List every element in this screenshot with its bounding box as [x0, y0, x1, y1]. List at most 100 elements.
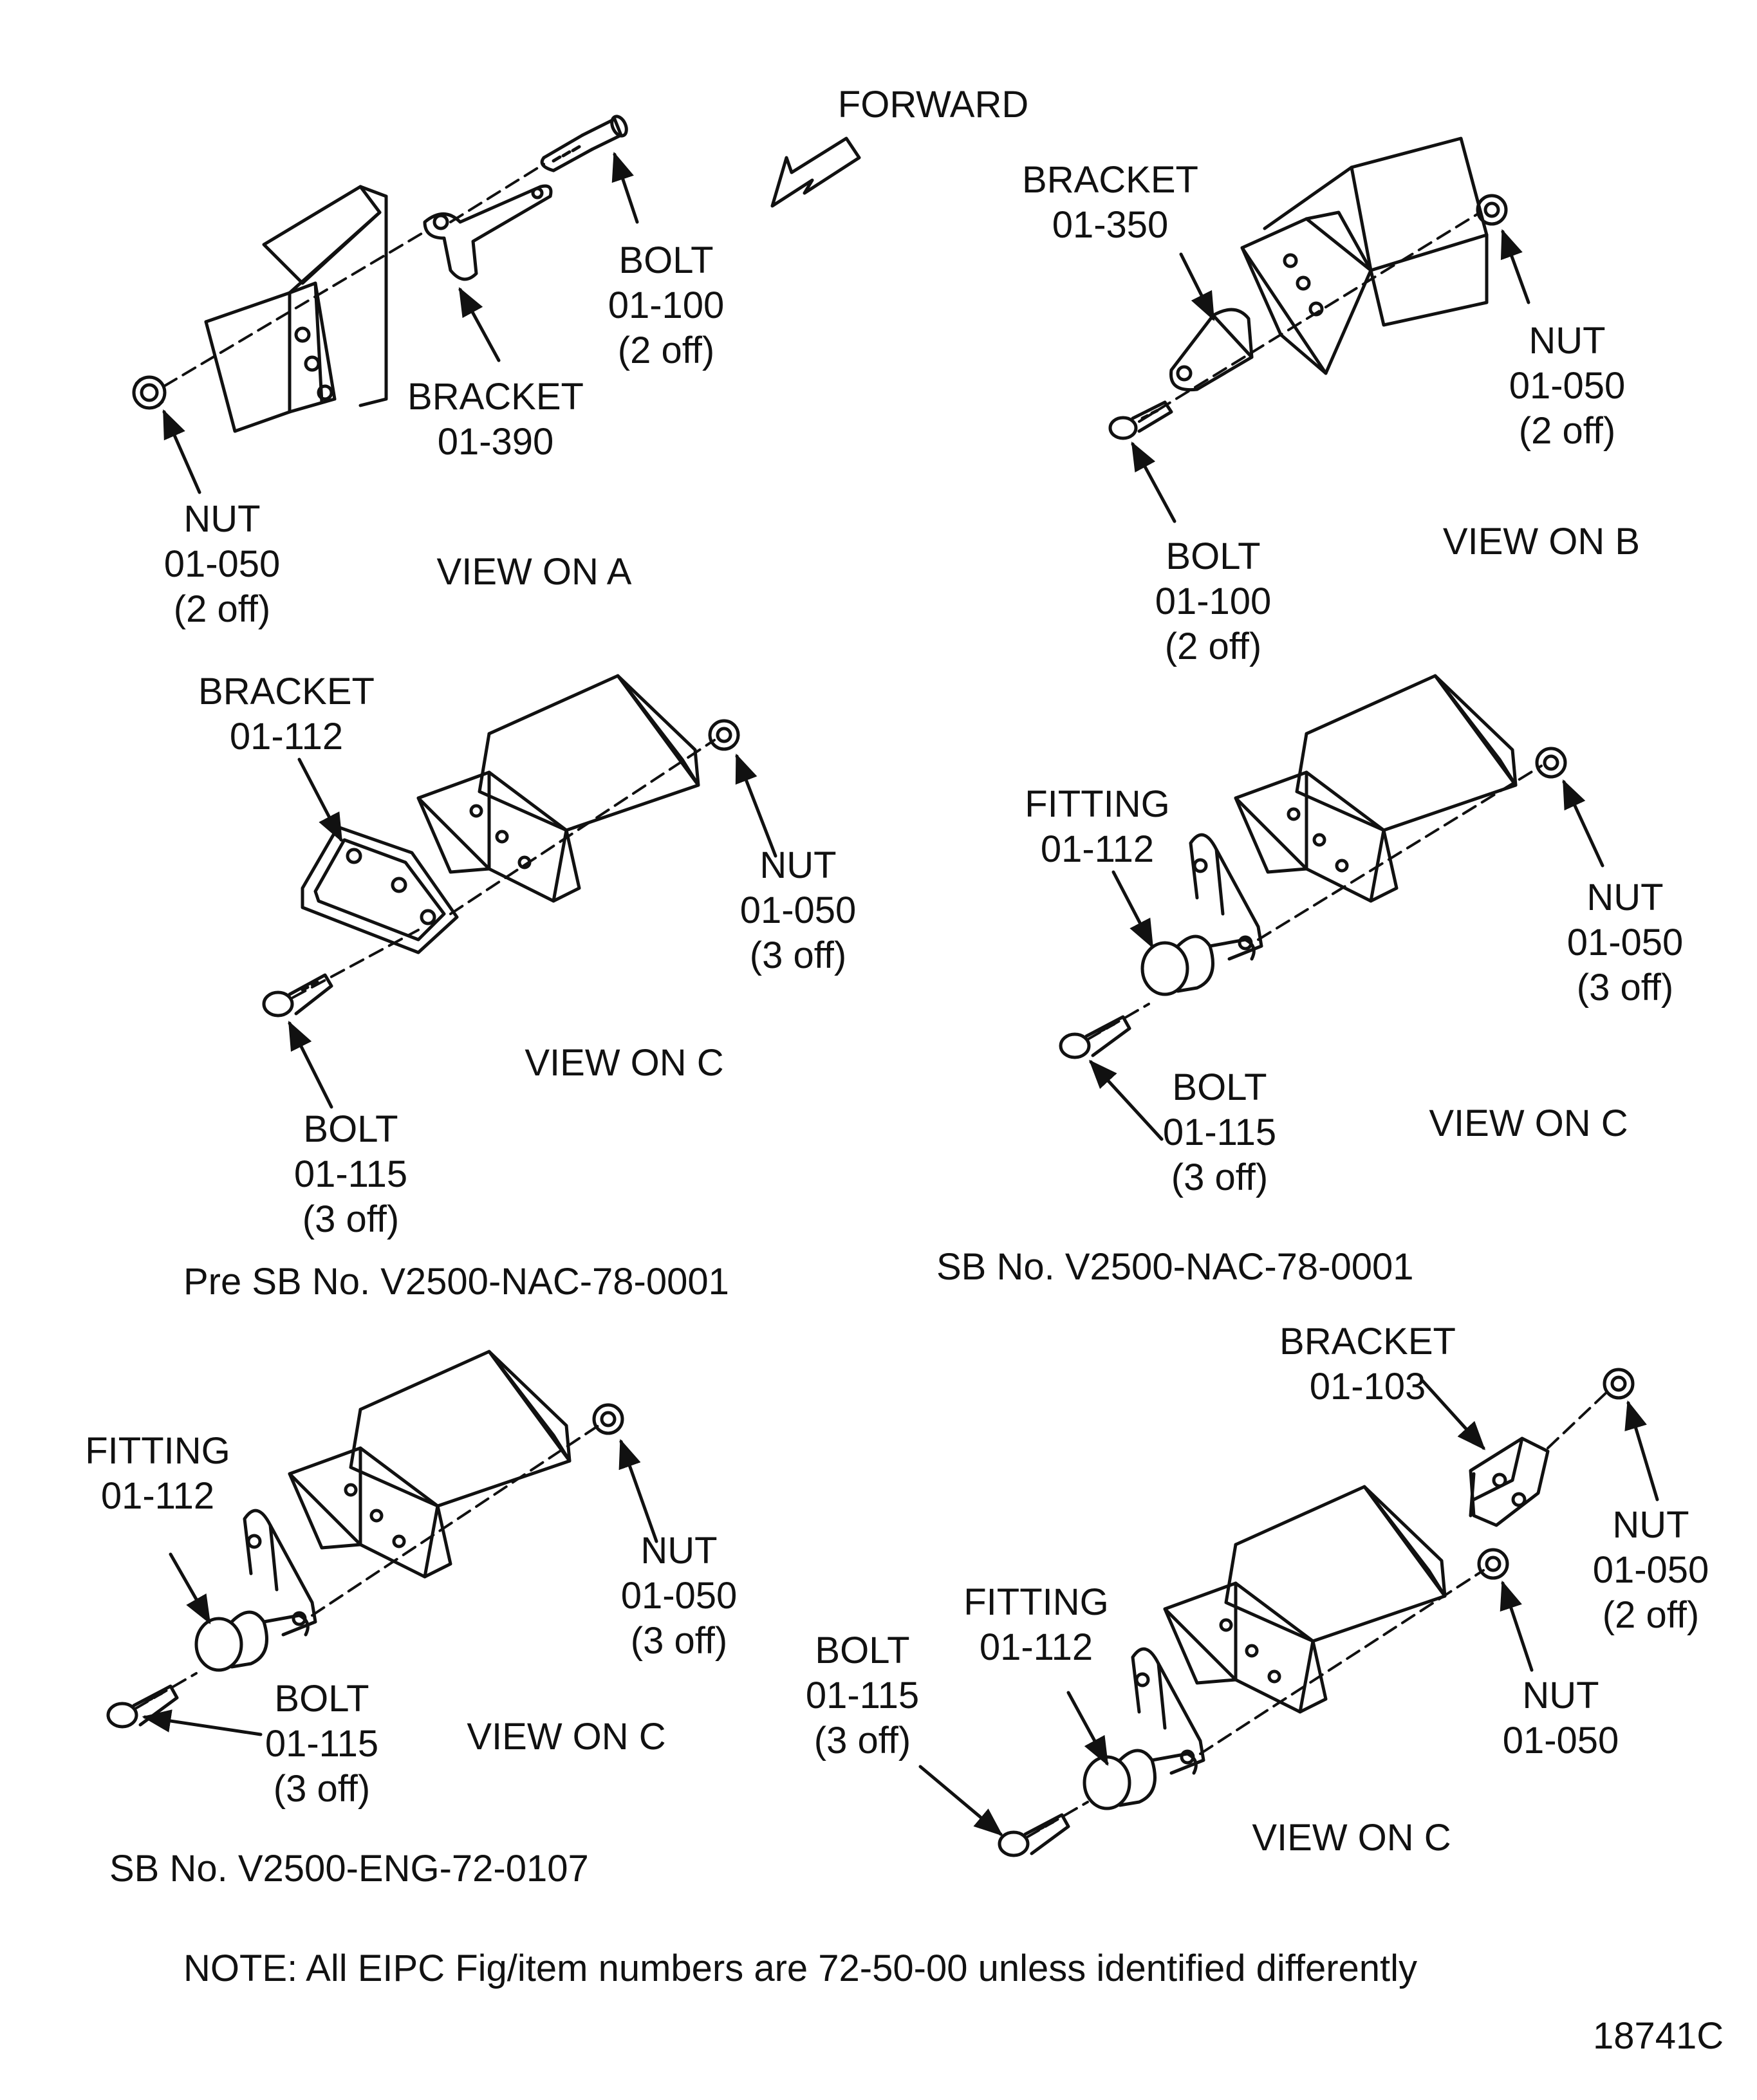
panel-a-leaders	[162, 151, 639, 494]
callout-part: FITTING	[1025, 783, 1170, 825]
sb-caption: SB No. V2500-ENG-72-0107	[109, 1848, 589, 1890]
callout-number: 01-103	[1309, 1366, 1426, 1408]
bolt-icon	[262, 973, 333, 1017]
bracket-icon	[1169, 308, 1254, 392]
callout-number: 01-050	[1502, 1720, 1619, 1761]
callout-part: NUT	[1612, 1504, 1689, 1546]
panel-c2-drawing	[1059, 674, 1567, 1059]
callout-bolt: BOLT 01-100 (2 off)	[608, 238, 725, 373]
callout-part: BRACKET	[1022, 159, 1198, 201]
callout-number: 01-390	[437, 421, 554, 463]
panel-c4-drawing	[998, 1368, 1635, 1857]
callout-part: BRACKET	[407, 376, 584, 418]
bolt-icon	[998, 1813, 1070, 1857]
nut-icon	[1477, 1548, 1509, 1580]
callout-part: FITTING	[85, 1430, 230, 1472]
fitting-icon	[194, 1509, 317, 1672]
callout-bracket: BRACKET 01-390	[407, 375, 584, 465]
panel-c2-leaders	[1088, 779, 1604, 1141]
view-label: VIEW ON C	[1429, 1102, 1628, 1144]
callout-part: BOLT	[815, 1630, 910, 1671]
callout-nut: NUT 01-050	[1503, 1673, 1619, 1763]
callout-number: 01-112	[979, 1626, 1093, 1668]
panel-c1-leaders	[288, 753, 777, 1109]
callout-part: NUT	[640, 1530, 718, 1572]
callout-quantity: (2 off)	[617, 330, 715, 371]
callout-number: 01-112	[229, 716, 344, 757]
callout-number: 01-050	[1566, 922, 1684, 963]
callout-number: 01-115	[265, 1723, 379, 1765]
callout-quantity: (2 off)	[173, 588, 271, 630]
callout-quantity: (3 off)	[1171, 1157, 1269, 1198]
callout-number: 01-112	[100, 1475, 215, 1517]
callout-quantity: (2 off)	[1518, 410, 1616, 452]
nut-icon	[1603, 1368, 1635, 1400]
callout-nut: NUT 01-050 (3 off)	[621, 1529, 738, 1664]
nut-icon	[592, 1403, 624, 1435]
callout-nut: NUT 01-050 (3 off)	[1567, 875, 1684, 1010]
forward-label: FORWARD	[837, 84, 1029, 125]
panel-b-drawing	[1108, 136, 1508, 440]
figure-id: 18741C	[1593, 2015, 1724, 2057]
callout-nut: NUT 01-050 (2 off)	[1509, 319, 1626, 454]
panel-a-drawing	[132, 115, 628, 433]
callout-bracket: BRACKET 01-103	[1279, 1319, 1456, 1409]
callout-quantity: (3 off)	[273, 1768, 371, 1810]
callout-number: 01-050	[620, 1575, 738, 1617]
callout-part: BOLT	[618, 239, 714, 281]
view-label: VIEW ON C	[467, 1716, 666, 1758]
forward-arrow-icon	[770, 136, 861, 208]
callout-nut: NUT 01-050 (2 off)	[164, 497, 281, 632]
callout-part: NUT	[759, 844, 837, 886]
fitting-icon	[1083, 1647, 1205, 1810]
sb-caption: SB No. V2500-NAC-78-0001	[936, 1246, 1414, 1288]
callout-bolt: BOLT 01-100 (2 off)	[1155, 534, 1272, 669]
callout-number: 01-050	[739, 889, 857, 931]
callout-number: 01-115	[805, 1675, 920, 1716]
callout-number: 01-115	[1162, 1111, 1277, 1153]
view-label: VIEW ON B	[1442, 521, 1641, 562]
callout-number: 01-050	[1509, 365, 1626, 407]
bracket-icon	[1469, 1436, 1550, 1527]
fitting-icon	[1140, 833, 1263, 996]
note-text: NOTE: All EIPC Fig/item numbers are 72-5…	[183, 1947, 1418, 1989]
nut-icon	[1476, 194, 1508, 226]
nut-icon	[708, 719, 740, 751]
callout-part: FITTING	[963, 1581, 1109, 1623]
callout-bolt: BOLT 01-115 (3 off)	[294, 1107, 407, 1242]
callout-bracket: BRACKET 01-112	[198, 669, 375, 759]
panel-c4-leaders	[918, 1379, 1659, 1836]
callout-fitting: FITTING 01-112	[1025, 782, 1170, 872]
bracket-icon	[423, 184, 553, 281]
view-label: VIEW ON C	[525, 1042, 724, 1084]
callout-number: 01-050	[1592, 1549, 1709, 1591]
callout-fitting: FITTING 01-112	[85, 1429, 230, 1519]
callout-fitting: FITTING 01-112	[963, 1580, 1109, 1670]
callout-bolt: BOLT 01-115 (3 off)	[265, 1677, 378, 1812]
callout-part: NUT	[1586, 877, 1664, 918]
callout-part: NUT	[1529, 320, 1606, 362]
callout-bolt: BOLT 01-115 (3 off)	[806, 1628, 919, 1763]
callout-bracket: BRACKET 01-350	[1022, 158, 1198, 248]
callout-quantity: (2 off)	[1602, 1594, 1700, 1636]
callout-quantity: (3 off)	[302, 1198, 400, 1240]
callout-number: 01-350	[1052, 204, 1169, 246]
view-label: VIEW ON A	[436, 551, 632, 593]
nut-icon	[132, 375, 167, 410]
sb-caption: Pre SB No. V2500-NAC-78-0001	[183, 1261, 729, 1303]
callout-part: BOLT	[1172, 1066, 1267, 1108]
callout-number: 01-100	[608, 284, 725, 326]
callout-quantity: (3 off)	[1576, 967, 1674, 1008]
callout-part: BRACKET	[198, 671, 375, 712]
callout-number: 01-115	[293, 1153, 408, 1195]
panel-c3-leaders	[142, 1438, 658, 1736]
nut-icon	[1535, 747, 1567, 779]
view-label: VIEW ON C	[1252, 1817, 1451, 1859]
callout-quantity: (2 off)	[1164, 626, 1262, 667]
callout-part: NUT	[183, 498, 261, 540]
callout-part: NUT	[1522, 1675, 1599, 1716]
callout-part: BRACKET	[1279, 1321, 1456, 1362]
panel-c3-drawing	[106, 1350, 624, 1729]
